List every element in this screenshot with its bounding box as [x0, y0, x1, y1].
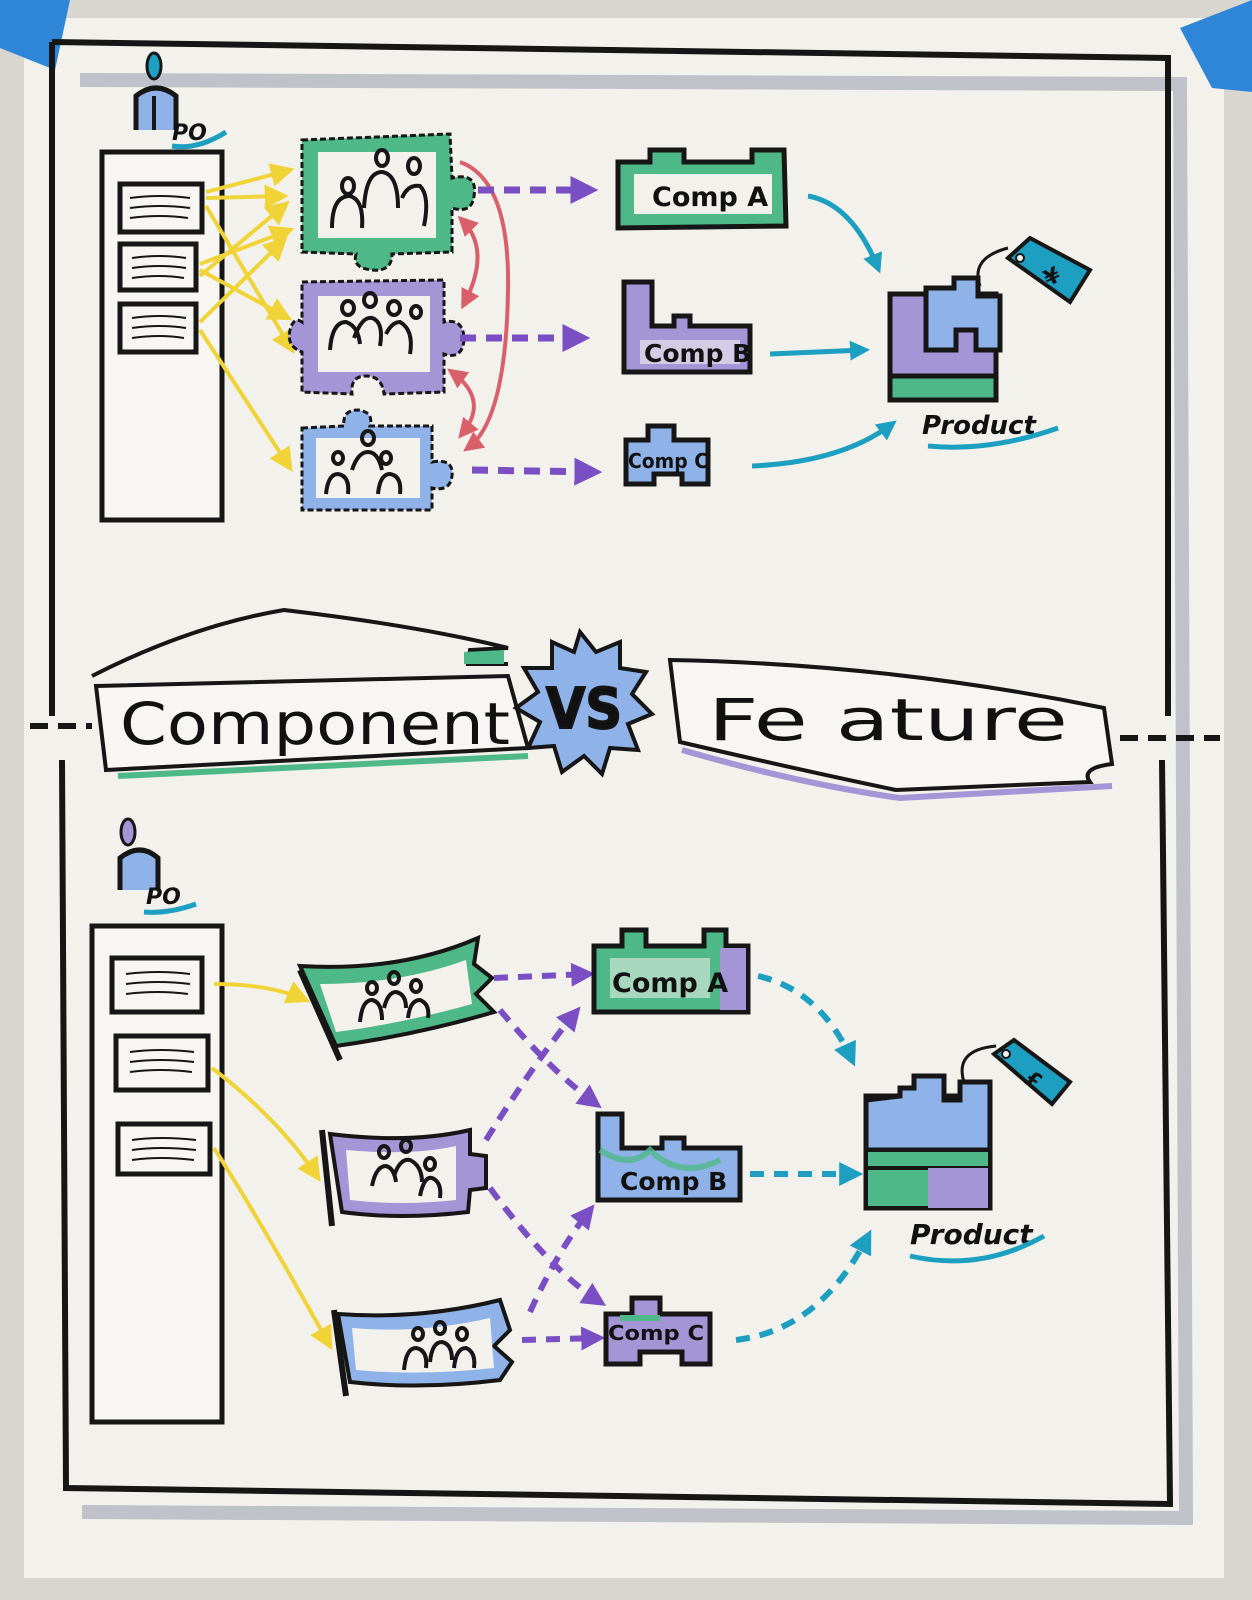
product-label: Product [922, 411, 1037, 441]
product-stack-icon [890, 278, 1000, 400]
component-label: Comp B [644, 339, 751, 368]
team-puzzle-icon [302, 134, 475, 270]
vs-label: VS [546, 677, 622, 742]
component-label: Comp A [612, 968, 728, 999]
component-label: Comp C [628, 449, 708, 473]
product-stack-icon [866, 1076, 990, 1208]
component-label: Comp A [652, 182, 768, 213]
banner-left-title: Component [120, 690, 510, 758]
team-puzzle-icon [289, 280, 464, 394]
team-flag-icon [322, 1130, 486, 1226]
banner-right-title: Fe ature [708, 686, 1068, 754]
component-block-icon: Comp A [618, 150, 786, 228]
po-label: PO [146, 885, 181, 910]
component-label: Comp B [620, 1167, 727, 1196]
backlog-board-icon [92, 926, 222, 1422]
team-flag-icon [334, 1300, 512, 1396]
product-label: Product [910, 1218, 1034, 1251]
component-label: Comp C [608, 1321, 704, 1345]
